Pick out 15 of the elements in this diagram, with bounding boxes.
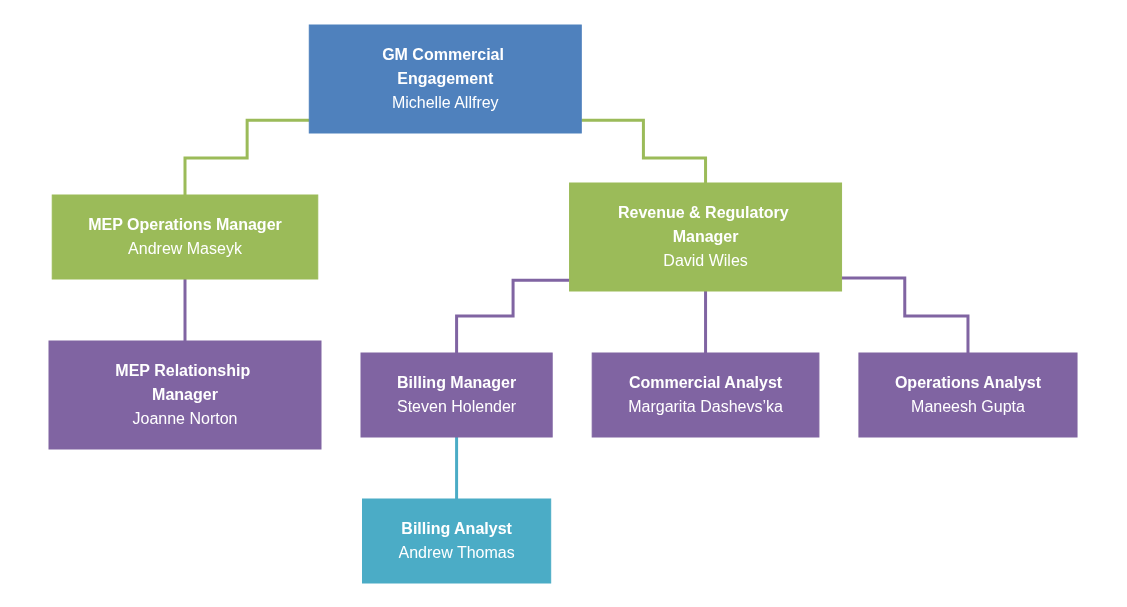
node-box: MEP Relationship Manager Joanne Norton (49, 340, 322, 449)
connector (581, 118, 708, 184)
node-box: MEP Operations Manager Andrew Maseyk (52, 194, 319, 279)
node-box: Operations Analyst Maneesh Gupta (858, 352, 1078, 437)
connector (842, 275, 970, 354)
node-box: Billing Analyst Andrew Thomas (362, 498, 552, 583)
connector (455, 435, 459, 500)
connector (455, 278, 571, 354)
node-box: Commercial Analyst Margarita Dashevs’ka (592, 352, 820, 437)
connector (184, 118, 310, 196)
node-box: Revenue & Regulatory Manager David Wiles (569, 182, 843, 291)
node-box: GM Commercial Engagement Michelle Allfrey (309, 24, 583, 133)
connector (184, 277, 187, 342)
connector (704, 289, 708, 354)
node-box: Billing Manager Steven Holender (361, 352, 554, 437)
